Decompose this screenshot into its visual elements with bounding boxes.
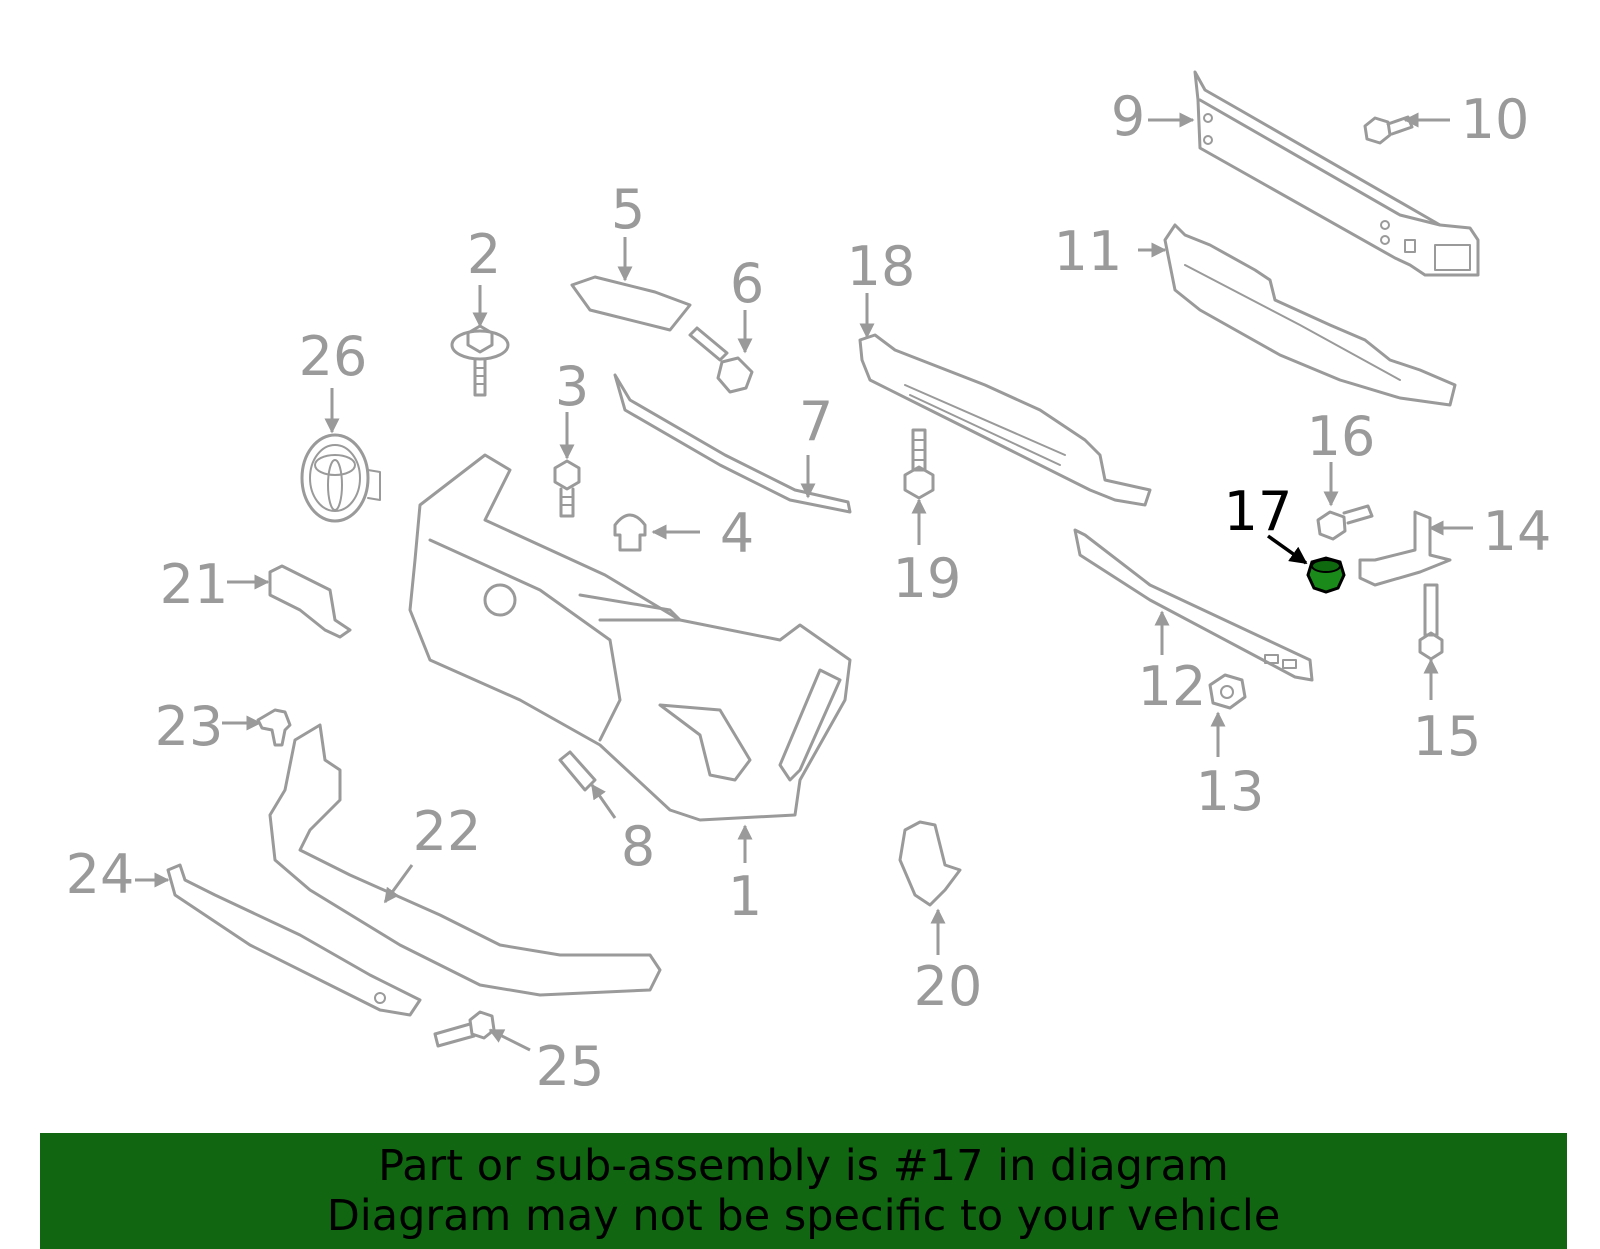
callout-16: 16 (1307, 405, 1376, 468)
info-banner: Part or sub-assembly is #17 in diagram D… (40, 1133, 1567, 1249)
callout-3: 3 (555, 355, 589, 418)
callout-4: 4 (720, 502, 754, 565)
banner-line-2: Diagram may not be specific to your vehi… (326, 1191, 1281, 1241)
callout-5: 5 (611, 178, 645, 241)
part-15-bolt (1418, 583, 1444, 661)
part-25-bolt (433, 1010, 496, 1048)
callout-14: 14 (1483, 500, 1552, 563)
part-5-bracket (570, 275, 692, 332)
part-20-bracket (898, 820, 962, 907)
part-16-bolt (1316, 504, 1374, 541)
part-24-strip (166, 863, 422, 1017)
callout-18: 18 (847, 235, 916, 298)
part-4-clip (613, 513, 647, 552)
callout-20: 20 (914, 955, 983, 1018)
callout-26: 26 (299, 325, 368, 388)
part-23-clip (256, 708, 292, 747)
part-17-nut-highlighted (1306, 556, 1346, 594)
callout-24: 24 (66, 843, 135, 906)
callout-23: 23 (155, 695, 224, 758)
part-13-nut (1208, 673, 1247, 710)
part-12-bar (1073, 528, 1314, 682)
part-2-bolt (450, 324, 510, 397)
part-1-bumper-cover (408, 453, 852, 822)
callout-22: 22 (413, 800, 482, 863)
part-6-bolt (688, 326, 754, 394)
part-3-bolt (553, 459, 581, 518)
callout-9: 9 (1111, 85, 1145, 148)
callout-19: 19 (893, 547, 962, 610)
callout-11: 11 (1054, 220, 1123, 283)
banner-line-1: Part or sub-assembly is #17 in diagram (378, 1141, 1229, 1191)
callout-10: 10 (1461, 88, 1530, 151)
part-21-bracket (268, 564, 352, 639)
callout-13: 13 (1196, 760, 1265, 823)
callout-7: 7 (799, 390, 833, 453)
leader-lines (135, 112, 1473, 1052)
part-19-bolt (903, 428, 935, 500)
part-8-clip (558, 750, 597, 792)
part-14-bracket (1358, 510, 1452, 587)
part-7-strip (613, 373, 852, 514)
part-11-absorber (1163, 223, 1457, 407)
part-22-spoiler (268, 723, 662, 997)
part-9-reinforcement (1193, 70, 1480, 277)
callout-15: 15 (1413, 705, 1482, 768)
callout-25: 25 (536, 1035, 605, 1098)
callout-2: 2 (467, 223, 501, 286)
part-18-absorber (858, 333, 1152, 507)
callout-21: 21 (160, 553, 229, 616)
part-10-bolt (1363, 115, 1414, 145)
callout-17-highlighted: 17 (1224, 480, 1293, 543)
callout-1: 1 (728, 865, 762, 928)
callout-8: 8 (621, 815, 655, 878)
part-26-emblem (300, 433, 381, 523)
callout-labels: 1 2 3 4 5 6 7 8 9 10 11 12 13 14 15 16 1… (66, 85, 1552, 1098)
callout-12: 12 (1138, 655, 1207, 718)
callout-6: 6 (730, 252, 764, 315)
